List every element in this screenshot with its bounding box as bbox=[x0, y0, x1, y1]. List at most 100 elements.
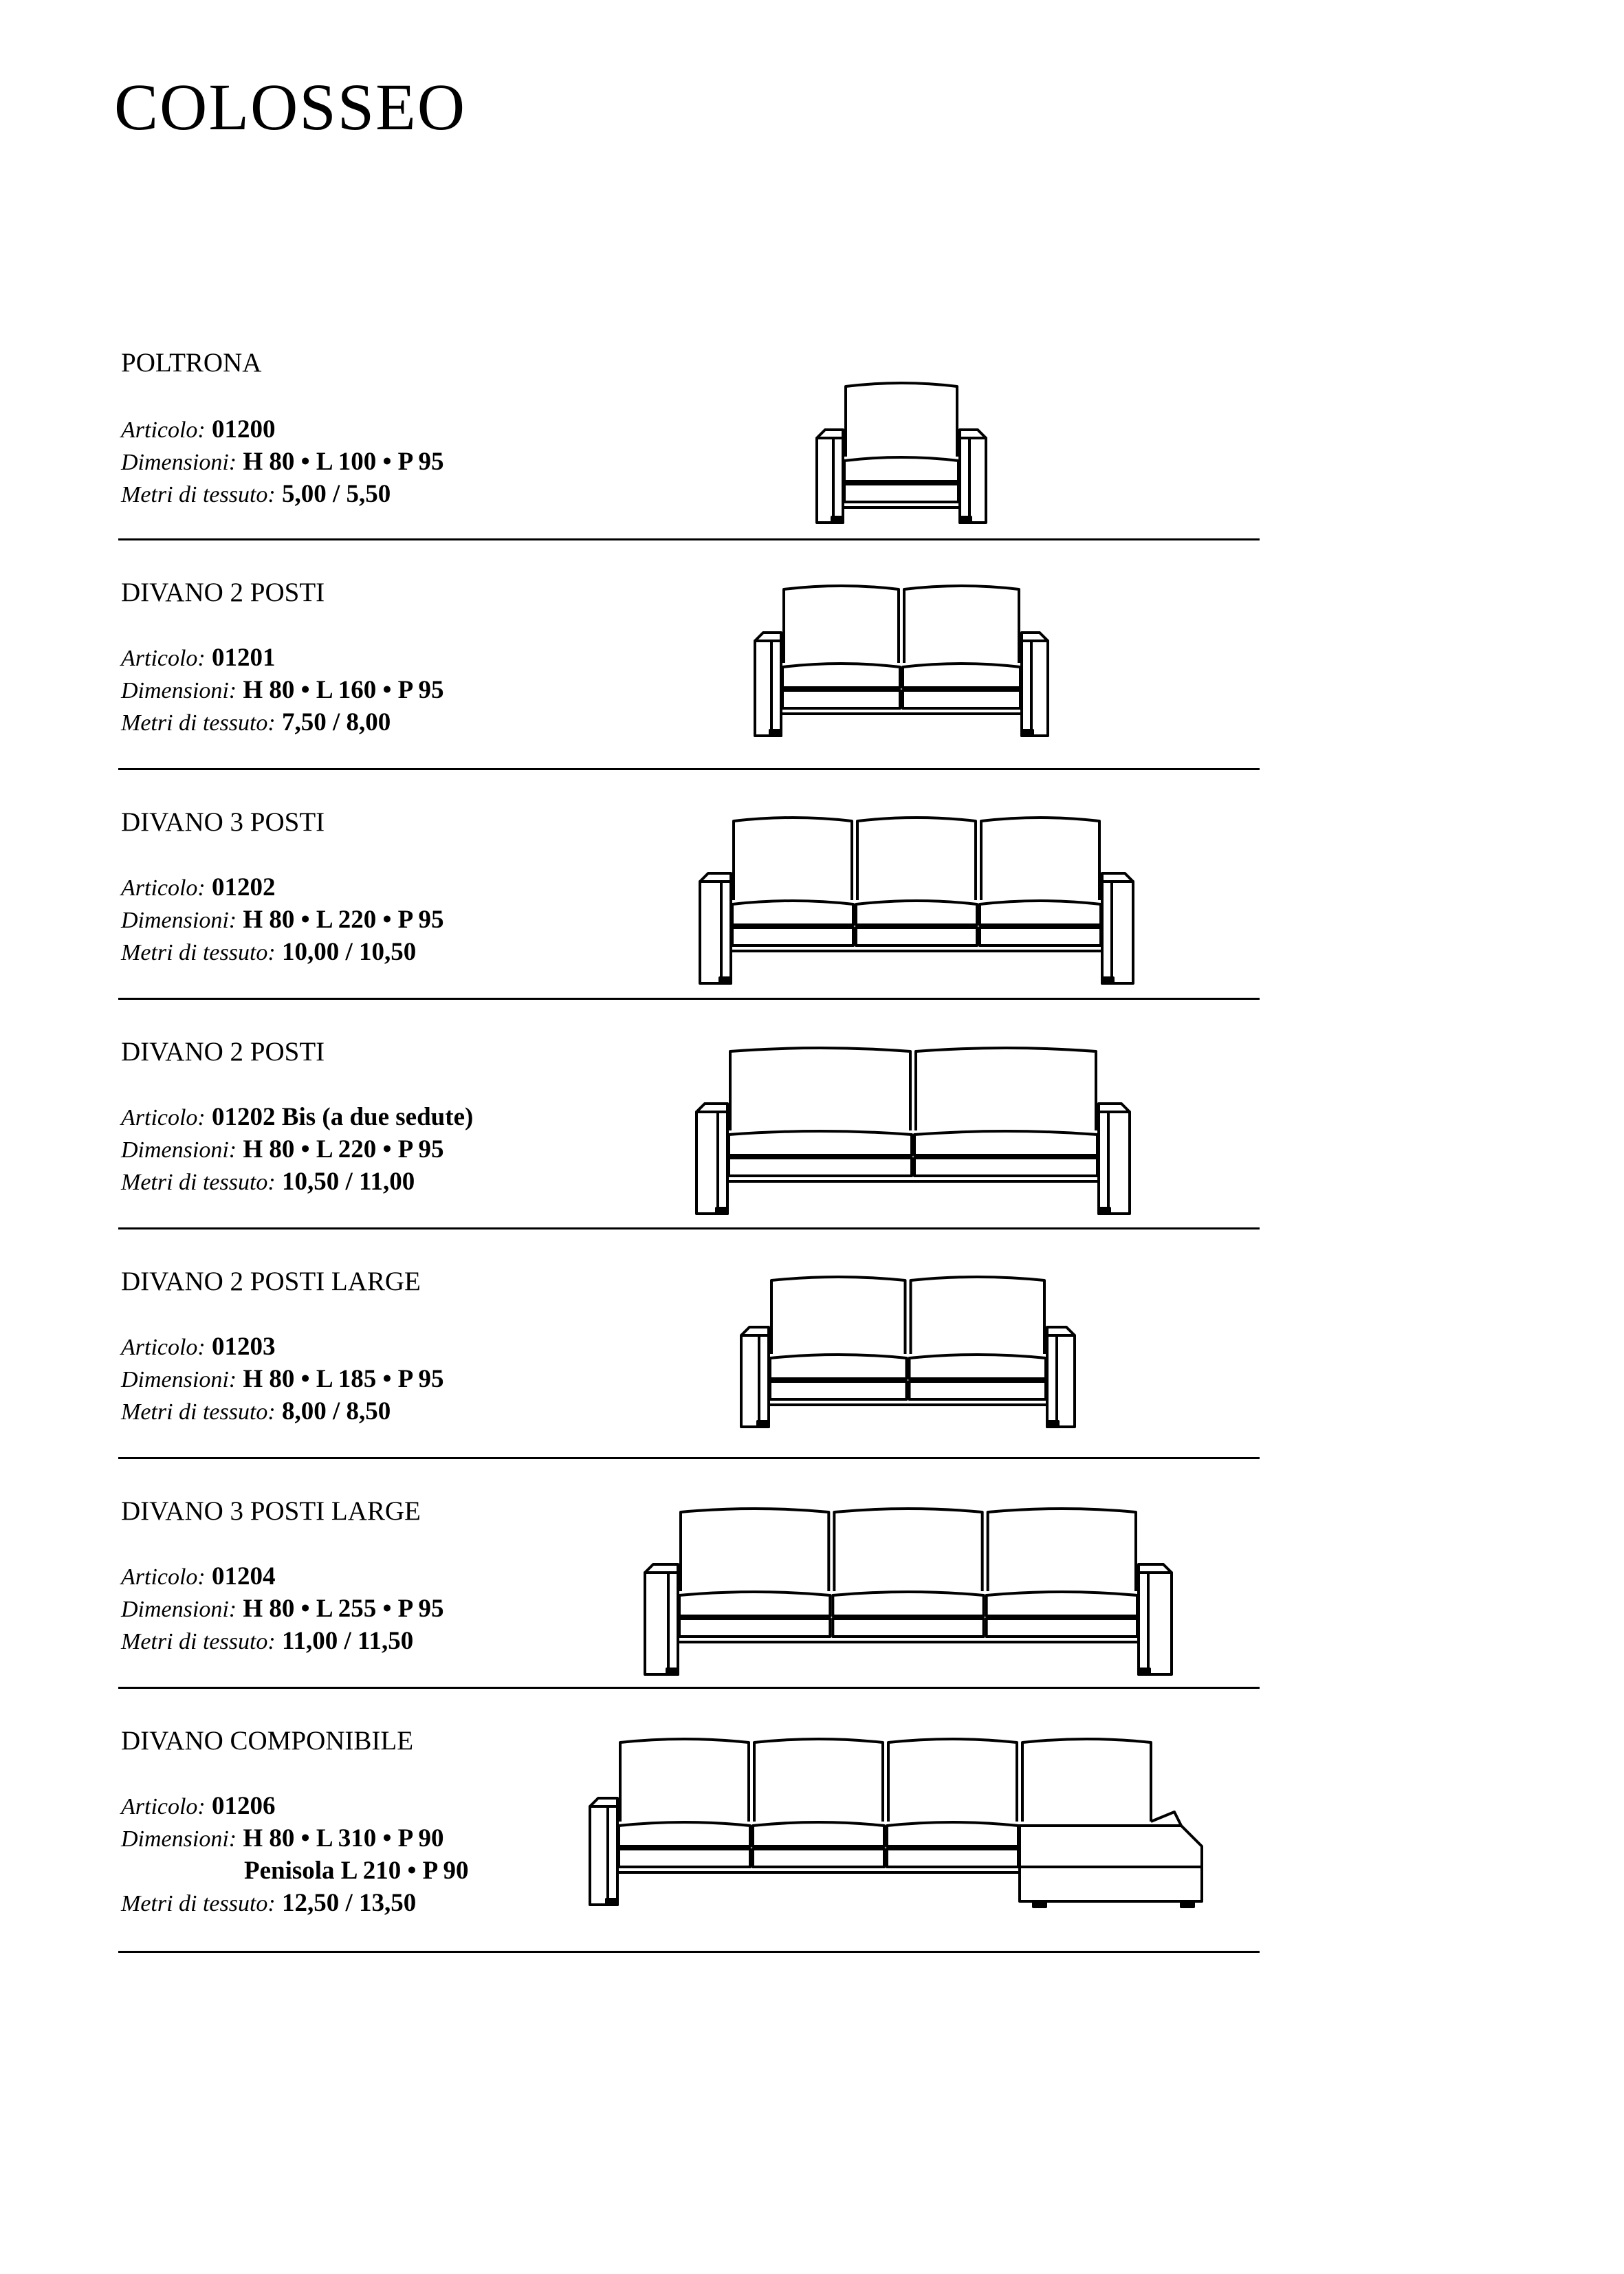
dimensions-value: H 80 • L 255 • P 95 bbox=[243, 1595, 444, 1623]
seat-base bbox=[855, 926, 978, 947]
leg bbox=[831, 516, 844, 524]
seat-base bbox=[678, 1617, 832, 1638]
product-divano-3-posti-large: DIVANO 3 POSTI LARGE Articolo: 01204 Dim… bbox=[118, 1498, 1260, 1690]
armrest-top bbox=[1097, 1102, 1131, 1113]
dimensions-value: H 80 • L 100 • P 95 bbox=[243, 448, 444, 476]
dimensions-line: Dimensioni: H 80 • L 310 • P 90 bbox=[121, 1824, 444, 1852]
seat-cushion bbox=[985, 1590, 1139, 1617]
article-line: Articolo: 01202 bbox=[121, 873, 276, 901]
seat-base bbox=[908, 1380, 1047, 1401]
divider bbox=[118, 1951, 1260, 1953]
dimensions-line: Dimensioni: H 80 • L 100 • P 95 bbox=[121, 448, 444, 476]
seat-base bbox=[769, 1380, 908, 1401]
leg bbox=[1101, 976, 1115, 985]
leg bbox=[605, 1898, 619, 1906]
dimensions-value: H 80 • L 160 • P 95 bbox=[243, 676, 444, 704]
leg bbox=[1020, 729, 1034, 737]
fabric-line: Metri di tessuto: 5,00 / 5,50 bbox=[121, 480, 391, 508]
peninsula-line: Penisola L 210 • P 90 bbox=[244, 1858, 468, 1883]
back-cushion bbox=[753, 1738, 884, 1822]
article-number: 01200 bbox=[212, 415, 276, 444]
article-number: 01204 bbox=[212, 1562, 276, 1590]
leg bbox=[1180, 1900, 1195, 1908]
armchair-illustration bbox=[815, 382, 987, 524]
seat-base bbox=[831, 1617, 985, 1638]
article-line: Articolo: 01201 bbox=[121, 644, 276, 672]
seat-base bbox=[886, 1848, 1020, 1868]
article-number: 01201 bbox=[212, 644, 276, 672]
divider bbox=[118, 538, 1260, 540]
peninsula-value: Penisola L 210 • P 90 bbox=[244, 1857, 469, 1885]
armrest-top bbox=[1046, 1326, 1076, 1337]
armrest bbox=[695, 1111, 729, 1215]
armrest bbox=[1020, 639, 1049, 737]
armrest-top bbox=[754, 631, 782, 642]
dimensions-line: Dimensioni: H 80 • L 220 • P 95 bbox=[121, 906, 444, 934]
article-line: Articolo: 01203 bbox=[121, 1333, 276, 1361]
product-name: POLTRONA bbox=[121, 348, 262, 378]
seat-base bbox=[781, 689, 901, 710]
back-cushion bbox=[770, 1276, 907, 1354]
fabric-line: Metri di tessuto: 10,50 / 11,00 bbox=[121, 1168, 415, 1196]
dimensions-line: Dimensioni: H 80 • L 255 • P 95 bbox=[121, 1595, 444, 1623]
back-cushion bbox=[986, 1507, 1137, 1591]
armrest bbox=[1137, 1571, 1173, 1676]
armrest bbox=[699, 880, 732, 985]
back-cushion bbox=[914, 1047, 1097, 1130]
seat-cushion bbox=[843, 456, 960, 483]
divider bbox=[118, 1457, 1260, 1459]
seat-cushion bbox=[678, 1590, 832, 1617]
armrest bbox=[740, 1334, 770, 1428]
divider bbox=[118, 1687, 1260, 1689]
fabric-value: 8,00 / 8,50 bbox=[282, 1397, 391, 1425]
seat-cushion bbox=[978, 899, 1102, 926]
article-line: Articolo: 01200 bbox=[121, 415, 276, 444]
dimensions-value: H 80 • L 185 • P 95 bbox=[243, 1365, 444, 1393]
fabric-line: Metri di tessuto: 12,50 / 13,50 bbox=[121, 1889, 417, 1917]
armrest bbox=[1046, 1334, 1076, 1428]
dimensions-line: Dimensioni: H 80 • L 160 • P 95 bbox=[121, 676, 444, 704]
armrest-top bbox=[1137, 1563, 1173, 1574]
back-cushion bbox=[833, 1507, 984, 1591]
fabric-value: 10,50 / 11,00 bbox=[282, 1168, 415, 1196]
seat-cushion bbox=[731, 899, 855, 926]
fabric-line: Metri di tessuto: 10,00 / 10,50 bbox=[121, 938, 417, 966]
back-cushion bbox=[729, 1047, 912, 1130]
back-cushion bbox=[980, 816, 1101, 900]
seat-base bbox=[727, 1157, 913, 1177]
armrest-top bbox=[958, 428, 987, 439]
back-cushion bbox=[844, 382, 958, 457]
back-cushion bbox=[782, 584, 900, 663]
dimensions-line: Dimensioni: H 80 • L 220 • P 95 bbox=[121, 1135, 444, 1163]
page-title: COLOSSEO bbox=[114, 70, 467, 144]
product-name: DIVANO 2 POSTI LARGE bbox=[121, 1267, 421, 1296]
armrest-top bbox=[644, 1563, 679, 1574]
fabric-line: Metri di tessuto: 7,50 / 8,00 bbox=[121, 708, 391, 736]
leg bbox=[666, 1668, 679, 1676]
product-divano-2-posti: DIVANO 2 POSTI Articolo: 01201 Dimension… bbox=[118, 579, 1260, 772]
seat-cushion bbox=[901, 662, 1022, 689]
seat-cushion bbox=[913, 1130, 1099, 1157]
modular-sofa-illustration bbox=[589, 1738, 1203, 1908]
fabric-value: 12,50 / 13,50 bbox=[282, 1889, 417, 1917]
fabric-value: 10,00 / 10,50 bbox=[282, 938, 417, 966]
product-name: DIVANO COMPONIBILE bbox=[121, 1726, 414, 1756]
seat-cushion bbox=[886, 1821, 1020, 1848]
two-seat-large-sofa-illustration bbox=[740, 1276, 1076, 1428]
peninsula-seat bbox=[1018, 1824, 1203, 1903]
armrest-top bbox=[740, 1326, 770, 1337]
seat-base bbox=[617, 1848, 751, 1868]
leg bbox=[715, 1207, 729, 1215]
armrest bbox=[754, 639, 782, 737]
three-seat-sofa-illustration bbox=[699, 816, 1134, 985]
armrest bbox=[644, 1571, 679, 1676]
seat-cushion bbox=[781, 662, 901, 689]
seat-cushion bbox=[727, 1130, 913, 1157]
armrest bbox=[1101, 880, 1134, 985]
back-cushion bbox=[679, 1507, 831, 1591]
article-line: Articolo: 01204 bbox=[121, 1562, 276, 1590]
divider bbox=[118, 998, 1260, 1000]
armrest-top bbox=[1101, 872, 1134, 883]
leg bbox=[718, 976, 732, 985]
product-divano-2-posti-large: DIVANO 2 POSTI LARGE Articolo: 01203 Dim… bbox=[118, 1268, 1260, 1461]
